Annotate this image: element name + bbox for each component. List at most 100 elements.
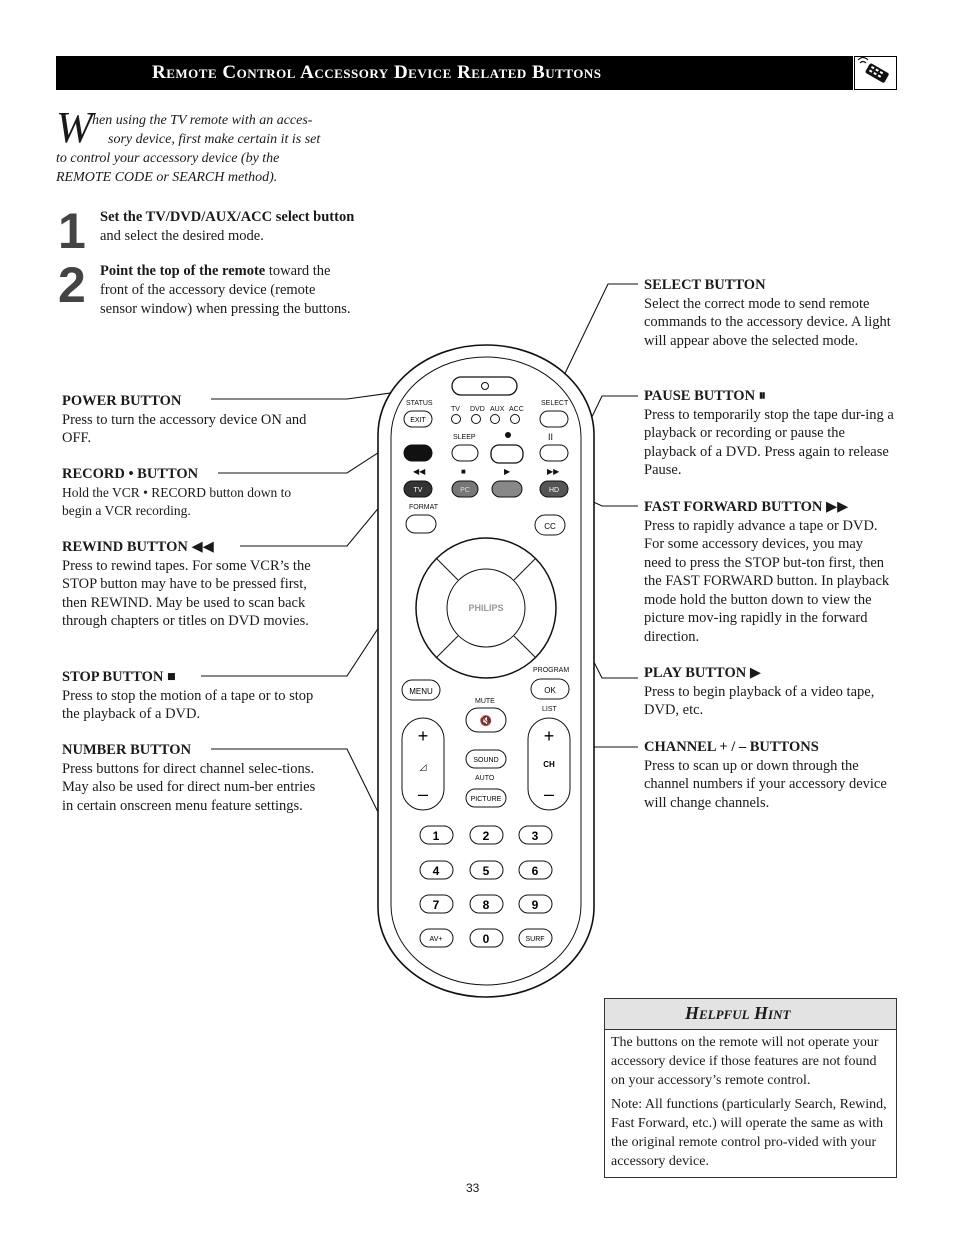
mode-label: DVD <box>470 406 485 413</box>
mute-icon: 🔇 <box>480 714 492 727</box>
helpful-hint-box: Helpful Hint The buttons on the remote w… <box>604 998 897 1178</box>
picture-button <box>465 788 507 808</box>
page-number: 33 <box>466 1181 480 1195</box>
label-title: POWER BUTTON <box>62 393 182 409</box>
digit-button <box>469 825 504 845</box>
hint-paragraph: Note: All functions (particularly Search… <box>611 1097 887 1169</box>
select-label: SELECT <box>541 400 569 407</box>
label-text: Press to rapidly advance a tape or DVD. … <box>644 517 890 645</box>
digit-button <box>419 894 454 914</box>
step-body: toward the front of the accessory device… <box>100 263 351 317</box>
step-body: and select the desired mode. <box>100 228 264 244</box>
ok-label: OK <box>544 686 556 695</box>
minus-icon: – <box>418 784 428 804</box>
hint-paragraph: The buttons on the remote will not opera… <box>611 1035 879 1088</box>
step-text: Set the TV/DVD/AUX/ACC select button and… <box>100 208 355 246</box>
record-button <box>403 444 433 462</box>
label-title: PAUSE BUTTON ⏸ <box>644 388 766 404</box>
mode-led <box>471 414 481 424</box>
digit-button <box>469 928 504 948</box>
leader-line <box>211 748 405 866</box>
format-button <box>405 514 437 534</box>
ch-label: CH <box>543 760 555 769</box>
label-text: Press to scan up or down through the cha… <box>644 757 887 811</box>
intro-line: sory device, first make certain it is se… <box>108 132 321 147</box>
intro-line: REMOTE CODE or SEARCH method). <box>56 170 278 185</box>
swap-button <box>490 444 524 464</box>
drop-cap: W <box>56 103 93 152</box>
mode-led <box>490 414 500 424</box>
label-title: FAST FORWARD BUTTON ▶▶ <box>644 499 849 515</box>
play-button-label: PLAY BUTTON ▶ Press to begin playback of… <box>644 664 894 720</box>
volume-rocker <box>401 717 445 811</box>
cc-button <box>534 514 566 536</box>
label-text: Select the correct mode to send remote c… <box>644 295 891 349</box>
label-text: Press to temporarily stop the tape dur-i… <box>644 406 894 479</box>
status-label: STATUS <box>406 400 433 407</box>
label-text: Press to rewind tapes. For some VCR’s th… <box>62 557 311 630</box>
label-title: PLAY BUTTON ▶ <box>644 665 761 681</box>
stop-button-label: STOP BUTTON ■ Press to stop the motion o… <box>62 668 317 724</box>
intro-line: to control your accessory device (by the <box>56 151 280 166</box>
select-button-label: SELECT BUTTON Select the correct mode to… <box>644 276 894 350</box>
exit-button <box>403 410 433 428</box>
plus-icon: + <box>418 726 429 746</box>
digit-button <box>518 825 553 845</box>
remote-control-icon <box>854 56 897 90</box>
menu-button <box>401 679 441 701</box>
picture-label: PICTURE <box>471 796 502 803</box>
surf-button <box>518 928 553 948</box>
plus-icon: + <box>544 726 555 746</box>
play-icon: ▶ <box>504 467 511 476</box>
sleep-label: SLEEP <box>453 434 476 441</box>
digit-label: 7 <box>433 898 440 912</box>
pause-button <box>539 444 569 462</box>
label-text: Press buttons for direct channel selec-t… <box>62 760 316 814</box>
program-label: PROGRAM <box>533 667 569 674</box>
label-title: RECORD • BUTTON <box>62 466 199 482</box>
power-button <box>451 376 518 396</box>
minus-icon: – <box>544 784 554 804</box>
leader-line <box>555 283 638 393</box>
digit-label: 4 <box>433 864 440 878</box>
digit-label: 1 <box>433 829 440 843</box>
step-number: 2 <box>58 257 86 313</box>
digit-button <box>419 860 454 880</box>
sleep-button <box>451 444 479 462</box>
list-label: LIST <box>542 706 558 713</box>
mute-label: MUTE <box>475 698 495 705</box>
digit-button <box>518 894 553 914</box>
menu-label: MENU <box>409 687 433 696</box>
brand-logo: PHILIPS <box>468 603 503 613</box>
label-title: NUMBER BUTTON <box>62 742 192 758</box>
digit-label: 2 <box>483 829 490 843</box>
split-button <box>491 480 523 498</box>
tv-button <box>403 480 433 498</box>
label-text: Press to turn the accessory device ON an… <box>62 411 307 447</box>
page-title: Remote Control Accessory Device Related … <box>152 62 602 83</box>
nav-center <box>446 568 526 648</box>
label-text: Press to stop the motion of a tape or to… <box>62 687 314 723</box>
pause-icon: II <box>548 432 553 442</box>
mode-led <box>451 414 461 424</box>
label-title: CHANNEL + / – BUTTONS <box>644 739 819 755</box>
mode-led <box>510 414 520 424</box>
hd-label: HD <box>549 487 559 494</box>
intro-line: hen using the TV remote with an acces- <box>92 113 313 128</box>
mute-button <box>465 707 507 733</box>
pc-button <box>451 480 479 498</box>
number-button-label: NUMBER BUTTON Press buttons for direct c… <box>62 741 317 815</box>
digit-button <box>419 825 454 845</box>
digit-label: 3 <box>532 829 539 843</box>
fast-forward-button-label: FAST FORWARD BUTTON ▶▶ Press to rapidly … <box>644 498 894 646</box>
step-text: Point the top of the remote toward the f… <box>100 262 355 319</box>
power-button-label: POWER BUTTON Press to turn the accessory… <box>62 392 317 448</box>
format-label: FORMAT <box>409 504 439 511</box>
label-title: REWIND BUTTON ◀◀ <box>62 539 214 555</box>
surf-label: SURF <box>525 936 544 943</box>
step-bold: Set the TV/DVD/AUX/ACC select button <box>100 209 355 225</box>
step-bold: Point the top of the remote <box>100 263 266 279</box>
fast-forward-icon: ▶▶ <box>547 467 560 476</box>
digit-label: 9 <box>532 898 539 912</box>
ok-button <box>530 678 570 700</box>
